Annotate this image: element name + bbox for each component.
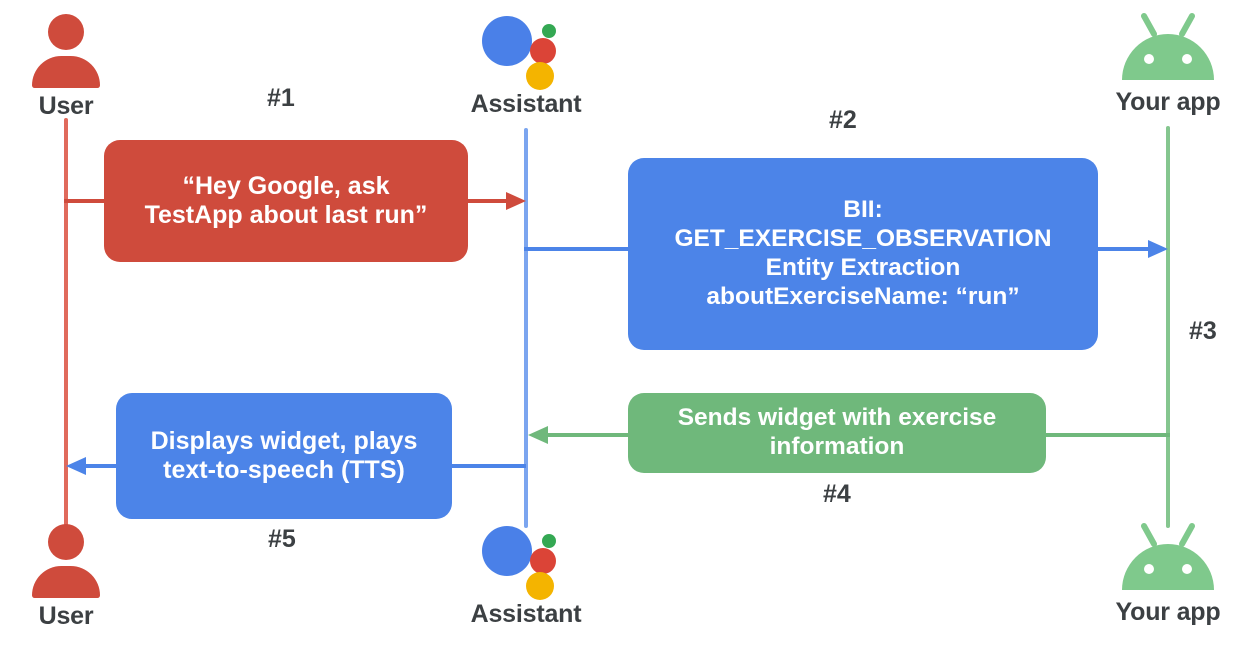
actor-assistant-bottom: Assistant	[446, 518, 606, 629]
actor-assistant-top-label: Assistant	[470, 90, 582, 118]
person-icon	[24, 14, 108, 90]
android-robot-icon	[1116, 520, 1220, 596]
actor-your-app-top: Your app	[1088, 10, 1244, 117]
actor-user-top: User	[0, 14, 146, 121]
step-label-3: #3	[1189, 317, 1217, 345]
lifeline-your-app	[1166, 126, 1170, 528]
actor-your-app-top-label: Your app	[1115, 88, 1221, 116]
actor-user-top-label: User	[38, 92, 94, 120]
lifeline-user	[64, 118, 68, 530]
actor-your-app-bottom-label: Your app	[1115, 598, 1221, 626]
step-label-1: #1	[267, 84, 295, 112]
lifeline-assistant	[524, 128, 528, 528]
actor-user-bottom: User	[0, 524, 146, 631]
google-assistant-icon	[476, 8, 576, 90]
step-label-2: #2	[829, 106, 857, 134]
google-assistant-icon	[476, 518, 576, 600]
android-robot-icon	[1116, 10, 1220, 86]
actor-assistant-bottom-label: Assistant	[470, 600, 582, 628]
actor-user-bottom-label: User	[38, 602, 94, 630]
step-label-4: #4	[823, 480, 851, 508]
person-icon	[24, 524, 108, 600]
step-label-5: #5	[268, 525, 296, 553]
actor-your-app-bottom: Your app	[1088, 520, 1244, 627]
actor-assistant-top: Assistant	[446, 8, 606, 119]
